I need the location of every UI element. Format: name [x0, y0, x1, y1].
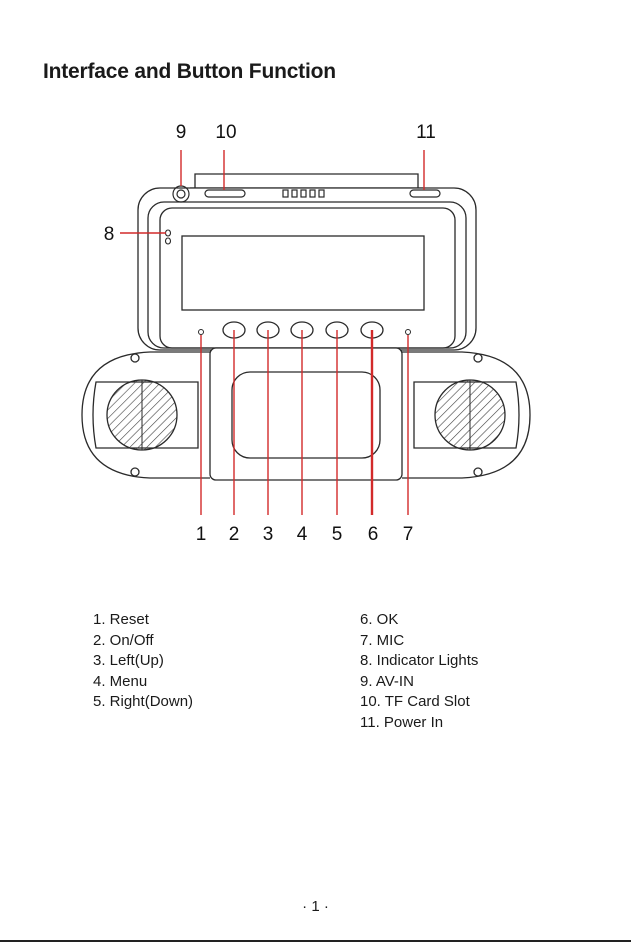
legend-item-reset: 1. Reset — [93, 610, 193, 631]
bottom-rule — [0, 940, 631, 942]
legend-left: 1. Reset 2. On/Off 3. Left(Up) 4. Menu 5… — [93, 610, 193, 713]
legend-item-power-in: 11. Power In — [360, 713, 478, 734]
legend-item-tf-card-slot: 10. TF Card Slot — [360, 692, 478, 713]
callout-1: 1 — [196, 524, 207, 545]
legend-item-right-down: 5. Right(Down) — [93, 692, 193, 713]
callout-2: 2 — [229, 524, 240, 545]
device-diagram: 1 2 3 4 5 6 7 8 9 10 11 — [0, 110, 631, 560]
callout-11: 11 — [416, 122, 436, 143]
legend-item-on-off: 2. On/Off — [93, 631, 193, 652]
callout-7: 7 — [403, 524, 414, 545]
legend-item-indicator-lights: 8. Indicator Lights — [360, 651, 478, 672]
legend-item-ok: 6. OK — [360, 610, 478, 631]
left-lens — [107, 380, 177, 450]
callout-9: 9 — [176, 122, 187, 143]
callout-6: 6 — [368, 524, 379, 545]
right-lens — [435, 380, 505, 450]
page-title: Interface and Button Function — [43, 60, 336, 84]
legend-item-menu: 4. Menu — [93, 672, 193, 693]
legend-right: 6. OK 7. MIC 8. Indicator Lights 9. AV-I… — [360, 610, 478, 734]
legend-item-av-in: 9. AV-IN — [360, 672, 478, 693]
callout-3: 3 — [263, 524, 274, 545]
legend-item-mic: 7. MIC — [360, 631, 478, 652]
legend-item-left-up: 3. Left(Up) — [93, 651, 193, 672]
callout-8: 8 — [104, 224, 115, 245]
page-number: · 1 · — [0, 898, 631, 915]
top-rail — [190, 174, 423, 188]
callout-10: 10 — [215, 122, 236, 143]
callout-5: 5 — [332, 524, 343, 545]
callout-4: 4 — [297, 524, 308, 545]
